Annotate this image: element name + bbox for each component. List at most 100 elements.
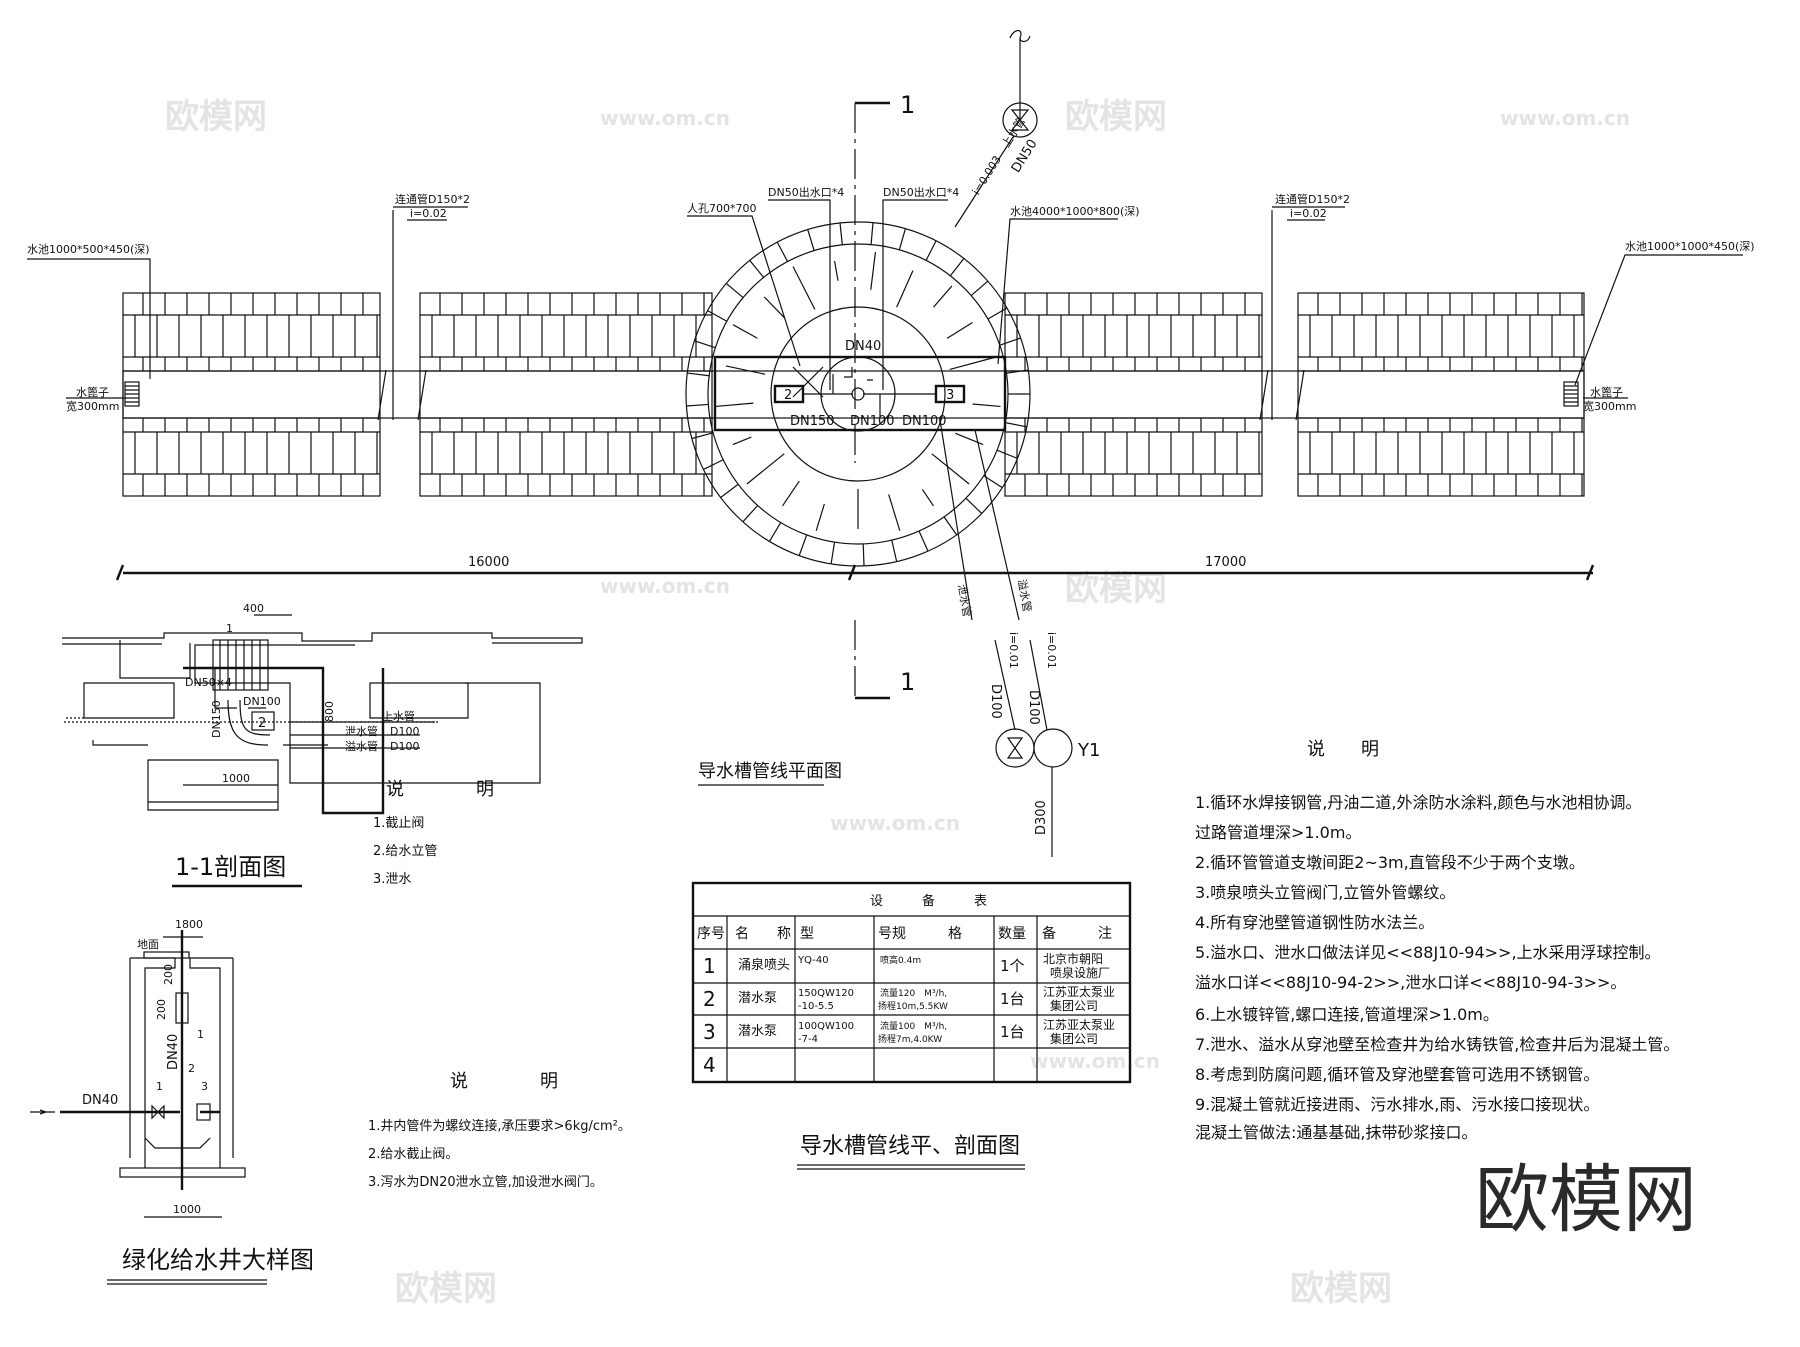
well-inlet-dn40: DN40: [82, 1093, 118, 1108]
general-note-line: 9.混凝土管就近接进雨、污水排水,雨、污水接口接现状。: [1195, 1095, 1599, 1114]
left-pool-label: 水池1000*500*450(深): [27, 243, 150, 256]
paving-bricks: [122, 292, 1585, 497]
outlet-label-right: DN50出水口*4: [883, 185, 959, 199]
row-quantity: 1台: [1000, 1023, 1025, 1041]
section-1-1: 2 400 1 DN50×4 DN100 DN150 800 上水管 泄水管 D…: [62, 602, 583, 888]
row-spec: 流量120 M³/h,: [880, 987, 947, 999]
section-pump-label: 2: [258, 716, 266, 731]
well-notes-title: 说 明: [450, 1071, 558, 1092]
paving-segment: [1297, 292, 1585, 497]
gate-valve-icon: [151, 1104, 165, 1120]
manhole-label: 人孔700*700: [687, 202, 757, 215]
well-dim-200-upper: 200: [162, 964, 175, 985]
table-header-cell: 序号: [697, 926, 725, 942]
overflow-pipe-label: 溢水管: [1015, 578, 1035, 613]
well-detail: 1800 地面 200 200 DN40 DN40 1 2 1 3 1000 绿…: [30, 918, 631, 1285]
plan-view: 2 3 1 1 16000 17000 水池1000*500*450(深) 连通…: [27, 29, 1755, 857]
general-notes: 说 明 1.循环水焊接钢管,丹油二道,外涂防水涂料,颜色与水池相协调。 过路管道…: [1195, 739, 1679, 1142]
circular-plaza: [685, 221, 1031, 567]
watermark-url: www.om.cn: [600, 106, 730, 130]
row-model: 150QW120: [798, 988, 854, 999]
overflow-d100-label: D100: [1026, 690, 1041, 725]
grate-right: [1563, 381, 1579, 407]
dimension-17000: 17000: [1205, 555, 1246, 570]
well-tag-1-lower: 1: [156, 1080, 163, 1093]
row-note: 江苏亚太泵业: [1043, 1017, 1115, 1032]
fountain-nozzle-icon: [851, 387, 865, 401]
general-note-line: 5.溢水口、泄水口做法详见<<88J10-94>>,上水采用浮球控制。: [1195, 943, 1661, 962]
section-pump: [251, 711, 275, 731]
row-number: 3: [703, 1020, 716, 1044]
section-note-2: 2.给水立管: [373, 844, 437, 859]
watermark-logo: 欧模网: [1065, 97, 1167, 137]
nozzle-manifold: [212, 639, 269, 691]
table-row: 4: [703, 1053, 716, 1077]
section-dim-1000: 1000: [222, 772, 250, 785]
main-title: 导水槽管线平、剖面图: [800, 1134, 1020, 1159]
row-model: YQ-40: [797, 955, 829, 966]
general-note-line: 3.喷泉喷头立管阀门,立管外管螺纹。: [1195, 883, 1455, 902]
left-grate-width: 宽300mm: [66, 399, 119, 413]
row-note: 北京市朝阳: [1043, 951, 1103, 966]
well-dim-200-lower: 200: [155, 999, 168, 1020]
right-grate-width: 宽300mm: [1583, 399, 1636, 413]
row-model: 100QW100: [798, 1021, 854, 1032]
section-dn50-label: DN50×4: [185, 676, 232, 689]
row-spec: 流量100 M³/h,: [880, 1020, 947, 1032]
row-quantity: 1台: [1000, 990, 1025, 1008]
paving-segment: [1004, 292, 1263, 497]
paving-segment: [122, 292, 381, 497]
well-title: 绿化给水井大样图: [122, 1246, 314, 1274]
watermark-url: www.om.cn: [1030, 1049, 1160, 1073]
supply-pipe: i=0.003 上水管 DN50: [954, 29, 1041, 228]
dn40-label: DN40: [845, 339, 881, 354]
watermark-url: www.om.cn: [1500, 106, 1630, 130]
supply-valve-icon: [1002, 102, 1038, 138]
fountain-pit: [820, 356, 896, 432]
general-note-line: 过路管道埋深>1.0m。: [1195, 823, 1361, 842]
general-note-line: 8.考虑到防腐问题,循环管及穿池壁套管可选用不锈钢管。: [1195, 1065, 1599, 1084]
pump-3: 3: [934, 384, 966, 404]
well-y1-icon: [1033, 728, 1073, 768]
well-dim-1800: 1800: [175, 918, 203, 931]
drain-pipes: Y1 泄水管 溢水管 D100 D100 i=0.01 i=0.01 D300: [939, 419, 1100, 857]
left-slope-label: i=0.02: [410, 207, 447, 220]
break-lines: [377, 369, 1305, 421]
watermark-logo: 欧模网: [395, 1269, 497, 1309]
row-note: 江苏亚太泵业: [1043, 984, 1115, 999]
section-dn150-label: DN150: [210, 700, 223, 738]
section-note-3: 3.泄水: [373, 872, 411, 887]
watermark-logo-large: 欧模网: [1475, 1157, 1697, 1243]
plan-title: 导水槽管线平面图: [698, 761, 842, 782]
well-y1-label: Y1: [1077, 740, 1100, 761]
section-dim-800: 800: [323, 701, 336, 722]
section-dn100-label: DN100: [243, 695, 281, 708]
row-number: 1: [703, 954, 716, 978]
row-name: 潜水泵: [738, 1024, 777, 1039]
general-note-line: 1.循环水焊接钢管,丹油二道,外涂防水涂料,颜色与水池相协调。: [1195, 793, 1642, 812]
section-dim-400: 400: [243, 602, 264, 615]
section-note-1: 1.截止阀: [373, 816, 424, 831]
pump-2-label: 2: [784, 388, 792, 403]
section-riser-tag: 1: [226, 622, 233, 635]
well-note-1: 1.井内管件为螺纹连接,承压要求>6kg/cm²。: [368, 1118, 631, 1134]
right-connector-label: 连通管D150*2: [1275, 192, 1350, 206]
row-spec: 喷高0.4m: [880, 954, 921, 966]
row-spec-line2: 扬程7m,4.0KW: [878, 1033, 942, 1045]
table-header-cell: 名 称: [735, 926, 791, 942]
watermarks: 欧模网 www.om.cn 欧模网 www.om.cn www.om.cn 欧模…: [165, 97, 1697, 1309]
watermark-logo: 欧模网: [1290, 1269, 1392, 1309]
watermark-url: www.om.cn: [830, 811, 960, 835]
well-note-2: 2.给水截止阀。: [368, 1147, 458, 1162]
well-tag-1-upper: 1: [197, 1028, 204, 1041]
drain-slope-label: i=0.01: [1007, 632, 1020, 669]
well-tag-3: 3: [201, 1080, 208, 1093]
section-title: 1-1剖面图: [175, 853, 286, 881]
pump-2: 2: [773, 384, 805, 404]
general-note-line: 4.所有穿池壁管道钢性防水法兰。: [1195, 913, 1434, 932]
outlet-label-left: DN50出水口*4: [768, 185, 844, 199]
